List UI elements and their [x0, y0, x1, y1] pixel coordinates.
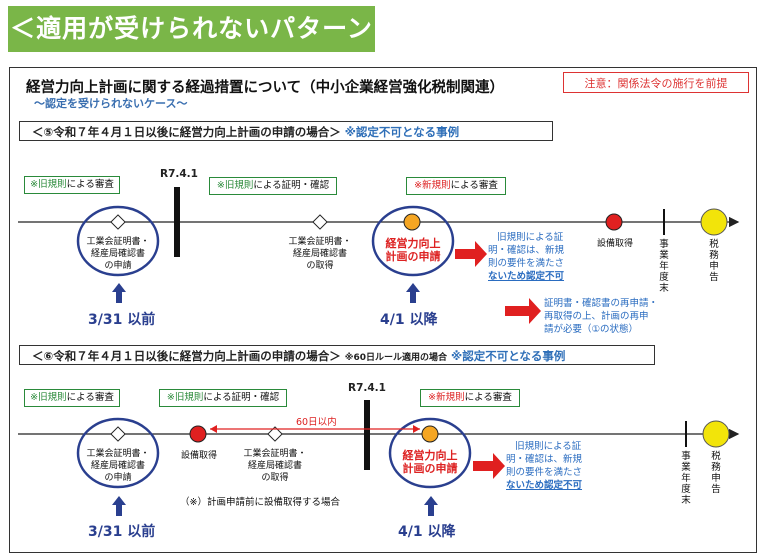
section2-footnote: （※）計画申請前に設備取得する場合 [180, 497, 340, 508]
application-circle-1 [76, 205, 160, 277]
tax-marker-2 [702, 420, 730, 448]
equipment-marker-1 [605, 213, 623, 231]
page-banner: ＜適用が受けられないパターン＞ [8, 6, 375, 89]
section1-tag-new-review: ※新規則による審査 [406, 177, 506, 195]
section1-reapply-note: 証明書・確認書の再申請・ 再取得の上、計画の再申 請が必要（①の状態） [544, 298, 659, 335]
section2-after: 4/1 以降 [398, 524, 456, 540]
section1-plan-label: 経営力向上 計画の申請 [385, 237, 441, 263]
section1-tag-old-review: ※旧規則による審査 [24, 176, 120, 194]
section2-heading-small: ※60日ルール適用の場合 [344, 353, 448, 363]
section1-equipment-label: 設備取得 [596, 239, 633, 249]
application-circle-2 [76, 417, 160, 489]
section1-fiscal-end: 事業年度末 [659, 239, 669, 294]
red-arrow-reapply [505, 298, 541, 324]
up-arrow-before-1 [112, 283, 126, 303]
up-arrow-after-1 [406, 283, 420, 303]
section2-acquire-label: 工業会証明書・ 経産局確認書 の取得 [243, 449, 307, 483]
notice-badge: 注意：関係法令の施行を前提 [563, 72, 749, 93]
section2-sixty-days: 60日以内 [296, 417, 337, 428]
section2-before: 3/31 以前 [88, 524, 156, 540]
diamond-acquire-2 [267, 426, 283, 442]
section1-before: 3/31 以前 [88, 312, 156, 328]
up-arrow-before-2 [112, 496, 126, 516]
diagram-subtitle: ～認定を受けられないケース～ [34, 97, 188, 110]
plan-circle-2 [388, 417, 472, 489]
diagram-frame [9, 67, 757, 553]
diagram-title: 経営力向上計画に関する経過措置について（中小企業経営強化税制関連） [26, 80, 505, 96]
section2-fiscal-end: 事業年度末 [681, 451, 691, 506]
up-arrow-after-2 [424, 496, 438, 516]
date-bar-2 [364, 400, 370, 470]
date-bar-1 [174, 187, 180, 257]
section1-application-label: 工業会証明書・ 経産局確認書 の申請 [86, 237, 150, 271]
section2-application-label: 工業会証明書・ 経産局確認書 の申請 [86, 449, 150, 483]
section1-heading-box: ＜⑤令和７年４月１日以後に経営力向上計画の申請の場合＞ ※認定不可となる事例 [19, 121, 553, 141]
plan-circle-1 [371, 205, 455, 277]
diamond-apply-2 [110, 426, 126, 442]
section1-note: 旧規則による証 明・確認は、新規 則の要件を満たさ ないため認定不可 [488, 232, 565, 282]
diamond-acquire-1 [312, 214, 328, 230]
section2-heading-box: ＜⑥令和７年４月１日以後に経営力向上計画の申請の場合＞ ※60日ルール適用の場合… [19, 345, 655, 365]
equipment-marker-2 [189, 425, 207, 443]
plan-marker-2 [421, 425, 439, 443]
section2-equipment-label: 設備取得 [180, 451, 217, 461]
section1-tag-old-cert: ※旧規則による証明・確認 [209, 177, 337, 195]
section1-heading: ＜⑤令和７年４月１日以後に経営力向上計画の申請の場合＞ [32, 125, 341, 139]
red-arrow-1 [455, 241, 487, 267]
section2-heading: ＜⑥令和７年４月１日以後に経営力向上計画の申請の場合＞ [32, 349, 341, 363]
section2-tax-filing: 税務申告 [711, 451, 721, 495]
plan-marker-1 [403, 213, 421, 231]
section1-after: 4/1 以降 [380, 312, 438, 328]
section1-acquire-label: 工業会証明書・ 経産局確認書 の取得 [288, 237, 352, 271]
section2-tag-old-review: ※旧規則による審査 [24, 389, 120, 407]
section2-heading-note: ※認定不可となる事例 [451, 349, 566, 363]
section2-note: 旧規則による証 明・確認は、新規 則の要件を満たさ ないため認定不可 [506, 441, 583, 491]
section1-heading-note: ※認定不可となる事例 [344, 125, 460, 139]
section2-date-marker: R7.4.1 [348, 382, 386, 394]
section1-tax-filing: 税務申告 [709, 239, 719, 283]
section2-plan-label: 経営力向上 計画の申請 [402, 449, 458, 475]
section2-tag-new-review: ※新規則による審査 [420, 389, 520, 407]
diamond-apply-1 [110, 214, 126, 230]
red-arrow-2 [473, 453, 505, 479]
section1-date-marker: R7.4.1 [160, 168, 198, 180]
section2-tag-old-cert: ※旧規則による証明・確認 [159, 389, 287, 407]
tax-marker-1 [700, 208, 728, 236]
